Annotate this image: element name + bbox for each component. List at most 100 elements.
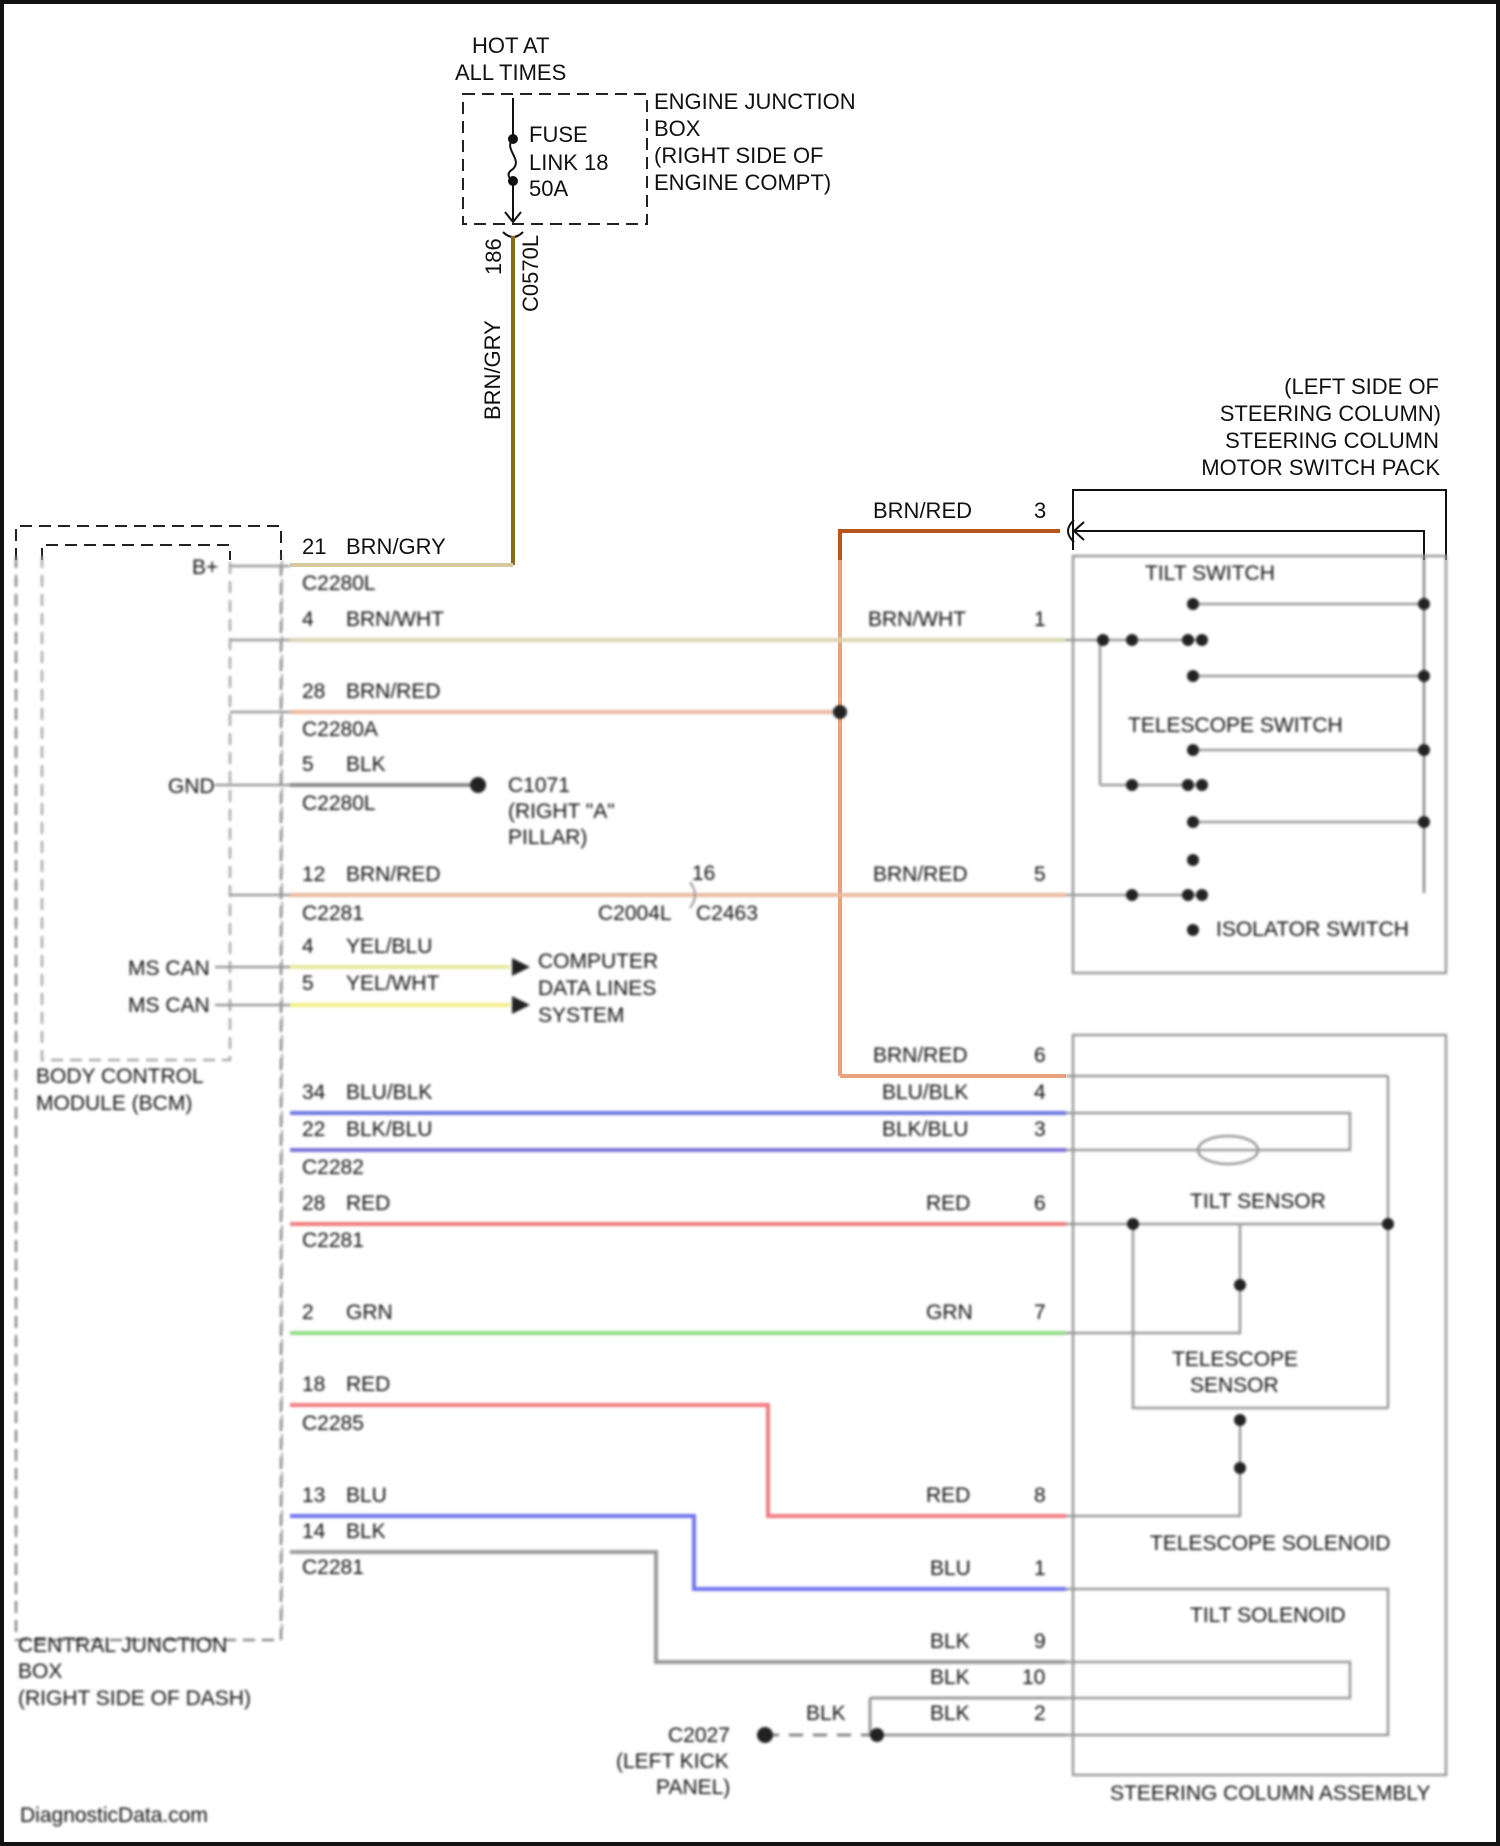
- central-junction-box-outline-top: [16, 526, 281, 560]
- wire-2-left-pin: 28: [302, 680, 325, 703]
- brn-red-top-label: BRN/RED: [873, 498, 972, 523]
- fuse-label: FUSE LINK 18 50A: [529, 122, 609, 201]
- wire-10-left-label: GRN: [346, 1301, 393, 1324]
- wire-10-right-pin: 7: [1034, 1301, 1046, 1324]
- connector-c1-label: C2280L: [302, 572, 376, 595]
- wire-13-left-label: BLK: [346, 1520, 386, 1543]
- wire-3-left-pin: 5: [302, 753, 314, 776]
- wire-6-left-pin: 5: [302, 972, 314, 995]
- wire-9-right-pin: 6: [1034, 1192, 1046, 1215]
- sc-line2: STEERING COLUMN): [1220, 401, 1441, 426]
- sc-line3: STEERING COLUMN: [1225, 428, 1439, 453]
- connector-a-label: C2004L: [598, 902, 672, 925]
- engine-junction-box-label: ENGINE JUNCTION BOX (RIGHT SIDE OF ENGIN…: [654, 89, 856, 195]
- wire-12-right-pin: 1: [1034, 1557, 1046, 1580]
- telescope-sensor-line1: TELESCOPE: [1172, 1348, 1298, 1371]
- ground-c2027-line2: (LEFT KICK: [616, 1750, 729, 1773]
- hot-at-line1: HOT AT: [472, 33, 549, 58]
- ground-c1071-line2: (RIGHT "A": [508, 800, 615, 823]
- wire-9-left-pin: 28: [302, 1192, 325, 1215]
- wire-1-right-pin: 1: [1034, 608, 1046, 631]
- ejb-line3: (RIGHT SIDE OF: [654, 143, 824, 168]
- sc-line1: (LEFT SIDE OF: [1284, 374, 1439, 399]
- ejb-line2: BOX: [654, 116, 701, 141]
- pin-2-label: 2: [1034, 1702, 1046, 1725]
- wire-5-left-pin: 4: [302, 935, 314, 958]
- wire-10-right-label: GRN: [926, 1301, 973, 1324]
- pin-3-label: 3: [1034, 498, 1046, 523]
- wire-brn-gry-vertical-label: BRN/GRY: [480, 320, 505, 420]
- telescope-sensor-line2: SENSOR: [1190, 1374, 1279, 1397]
- tilt-solenoid-label: TILT SOLENOID: [1190, 1604, 1346, 1627]
- wire-11-right-label: RED: [926, 1484, 970, 1507]
- wire-7-right-pin: 4: [1034, 1081, 1046, 1104]
- wire-5-left-label: YEL/BLU: [346, 935, 432, 958]
- wire-7-right-label: BLU/BLK: [882, 1081, 968, 1104]
- cjb-line2: BOX: [18, 1660, 62, 1683]
- connector-c2-label: C2280A: [302, 718, 378, 741]
- ms-can-2-label: MS CAN: [128, 994, 210, 1017]
- wire-9-right-label: RED: [926, 1192, 970, 1215]
- ms-can-1-label: MS CAN: [128, 957, 210, 980]
- wire-1-left-label: BRN/WHT: [346, 608, 444, 631]
- sc-assembly-label: STEERING COLUMN ASSEMBLY: [1110, 1782, 1431, 1805]
- wire-7-left-label: BLU/BLK: [346, 1081, 432, 1104]
- fuse-link-symbol: [505, 98, 521, 222]
- connector-c0570l-label: C0570L: [518, 235, 543, 312]
- connector-c8-label: C2281: [302, 1556, 364, 1579]
- wire-1-right-label: BRN/WHT: [868, 608, 966, 631]
- wire-4-left-pin: 12: [302, 863, 325, 886]
- computer-data-line3: SYSTEM: [538, 1004, 624, 1027]
- connector-b-label: C2463: [696, 902, 758, 925]
- ejb-line4: ENGINE COMPT): [654, 170, 831, 195]
- blk-2-label: BLK: [930, 1702, 970, 1725]
- wire-2-left-label: BRN/RED: [346, 680, 441, 703]
- switch-pack-outline-top: [1073, 490, 1446, 560]
- steering-column-label: (LEFT SIDE OF STEERING COLUMN) STEERING …: [1201, 374, 1441, 480]
- wire-1-left-pin: 4: [302, 608, 314, 631]
- telescope-solenoid-label: TELESCOPE SOLENOID: [1150, 1532, 1390, 1555]
- cjb-line1: CENTRAL JUNCTION: [18, 1634, 227, 1657]
- connector-c7-label: C2285: [302, 1412, 364, 1435]
- bplus-label: B+: [192, 556, 218, 579]
- wire-8-right-pin: 3: [1034, 1118, 1046, 1141]
- ground-c2027-line3: PANEL): [656, 1776, 730, 1799]
- connector-c4-label: C2281: [302, 902, 364, 925]
- hot-at-line2: ALL TIMES: [455, 60, 566, 85]
- brn-red-6-label: BRN/RED: [873, 1044, 968, 1067]
- fuse-line2: LINK 18: [529, 150, 609, 175]
- ejb-line1: ENGINE JUNCTION: [654, 89, 856, 114]
- wire-4-left-label: BRN/RED: [346, 863, 441, 886]
- wire-3-left-label: BLK: [346, 753, 386, 776]
- wire-8-left-label: BLK/BLU: [346, 1118, 432, 1141]
- sc-line4: MOTOR SWITCH PACK: [1201, 455, 1440, 480]
- gnd-label: GND: [168, 775, 215, 798]
- computer-data-line1: COMPUTER: [538, 950, 658, 973]
- connector-c3-label: C2280L: [302, 792, 376, 815]
- pin-16-label: 16: [692, 862, 715, 885]
- watermark: DiagnosticData.com: [20, 1804, 208, 1827]
- bcm-line1: BODY CONTROL: [36, 1065, 204, 1088]
- wire-8-left-pin: 22: [302, 1118, 325, 1141]
- fuse-line3: 50A: [529, 176, 568, 201]
- pin-186-label: 186: [481, 238, 506, 275]
- connector-c6-label: C2281: [302, 1229, 364, 1252]
- blk-10-label: BLK: [930, 1666, 970, 1689]
- wire-9-left-label: RED: [346, 1192, 390, 1215]
- ground-c2027-line1: C2027: [668, 1724, 730, 1747]
- bcm-line2: MODULE (BCM): [36, 1092, 192, 1115]
- wire-12-left-label: BLU: [346, 1484, 387, 1507]
- wire-13-right-label: BLK: [930, 1630, 970, 1653]
- connector-c5-label: C2282: [302, 1156, 364, 1179]
- wire-11-left-pin: 18: [302, 1373, 325, 1396]
- blk-mid-label: BLK: [806, 1702, 846, 1725]
- wire-12-left-pin: 13: [302, 1484, 325, 1507]
- cjb-line3: (RIGHT SIDE OF DASH): [18, 1687, 251, 1710]
- wire-7-left-pin: 34: [302, 1081, 326, 1104]
- wire-13-left-pin: 14: [302, 1520, 326, 1543]
- wire-4-right-label: BRN/RED: [873, 863, 968, 886]
- computer-data-line2: DATA LINES: [538, 977, 656, 1000]
- wire-10-left-pin: 2: [302, 1301, 314, 1324]
- wire-13-right-pin: 9: [1034, 1630, 1046, 1653]
- wire-21-label: BRN/GRY: [346, 534, 446, 559]
